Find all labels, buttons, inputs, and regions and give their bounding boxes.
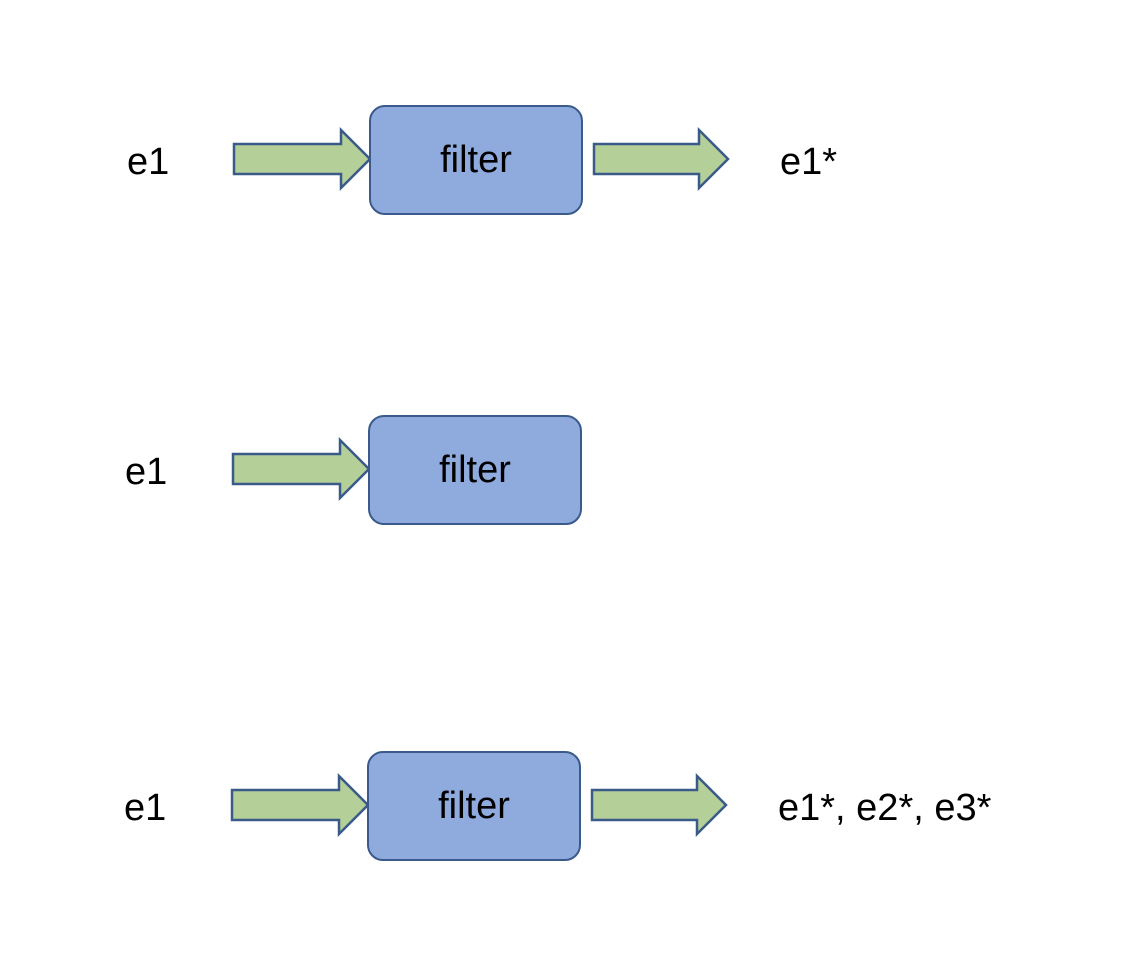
input-arrow — [230, 772, 370, 838]
pipeline-row-1: e1 filter e1* — [0, 105, 1138, 225]
filter-label: filter — [440, 139, 512, 181]
output-arrow — [590, 772, 728, 838]
filter-label: filter — [439, 449, 511, 491]
input-label: e1 — [124, 787, 167, 829]
filter-box: filter — [367, 751, 581, 861]
filter-label: filter — [438, 785, 510, 827]
pipeline-row-3: e1 filter e1*, e2*, e3* — [0, 751, 1138, 871]
output-arrow — [592, 126, 730, 192]
input-label: e1 — [127, 141, 170, 183]
output-label: e1*, e2*, e3* — [778, 787, 992, 829]
input-arrow — [232, 126, 372, 192]
filter-box: filter — [369, 105, 583, 215]
input-label: e1 — [125, 451, 168, 493]
output-label: e1* — [780, 141, 838, 183]
input-arrow — [231, 436, 371, 502]
filter-box: filter — [368, 415, 582, 525]
pipeline-row-2: e1 filter — [0, 415, 1138, 535]
